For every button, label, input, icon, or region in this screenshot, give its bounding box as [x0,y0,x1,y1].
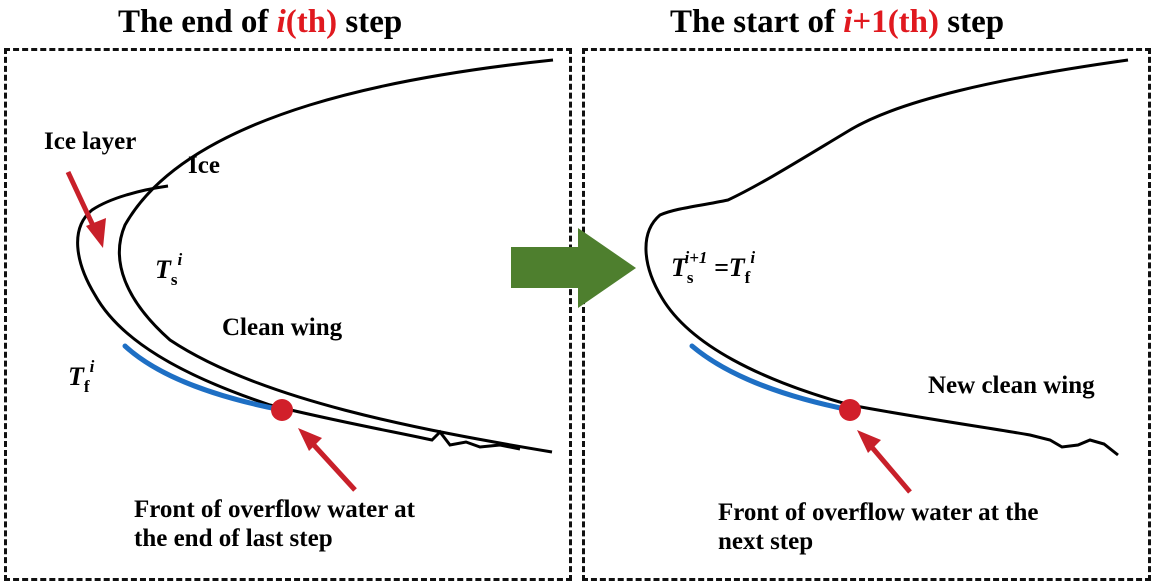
front-arrow-left-head [298,428,322,451]
temperature-equation-right: Tsi+1 =Tfi [671,248,756,287]
new-clean-wing-label: New clean wing [928,372,1095,399]
ice-layer-label: Ice layer [44,128,137,155]
front-arrow-left-shaft [310,441,357,492]
title-right: The start of i+1(th) step [670,4,1005,40]
film-temperature-label-left: Tfi [68,357,95,396]
new-clean-wing-outline [644,58,1129,457]
water-film-right [689,343,853,413]
ice-label: Ice [188,152,220,179]
panel-right-frame [582,48,1151,581]
ice-outline-left [76,184,521,451]
water-front-marker-right [839,399,861,421]
ice-layer-arrow-shaft [65,170,99,234]
front-arrow-right-head [857,430,881,453]
front-arrow-right-shaft [868,443,912,494]
transition-arrow [511,228,636,308]
title-left: The end of i(th) step [118,4,403,40]
surface-temperature-label-left: Tsi [155,250,183,289]
clean-wing-outline-left [117,58,554,454]
water-film-left [122,343,285,413]
water-front-marker-left [271,399,293,421]
clean-wing-label: Clean wing [222,314,343,341]
panel-left-frame [4,48,572,581]
ice-layer-arrow-head [86,218,106,248]
